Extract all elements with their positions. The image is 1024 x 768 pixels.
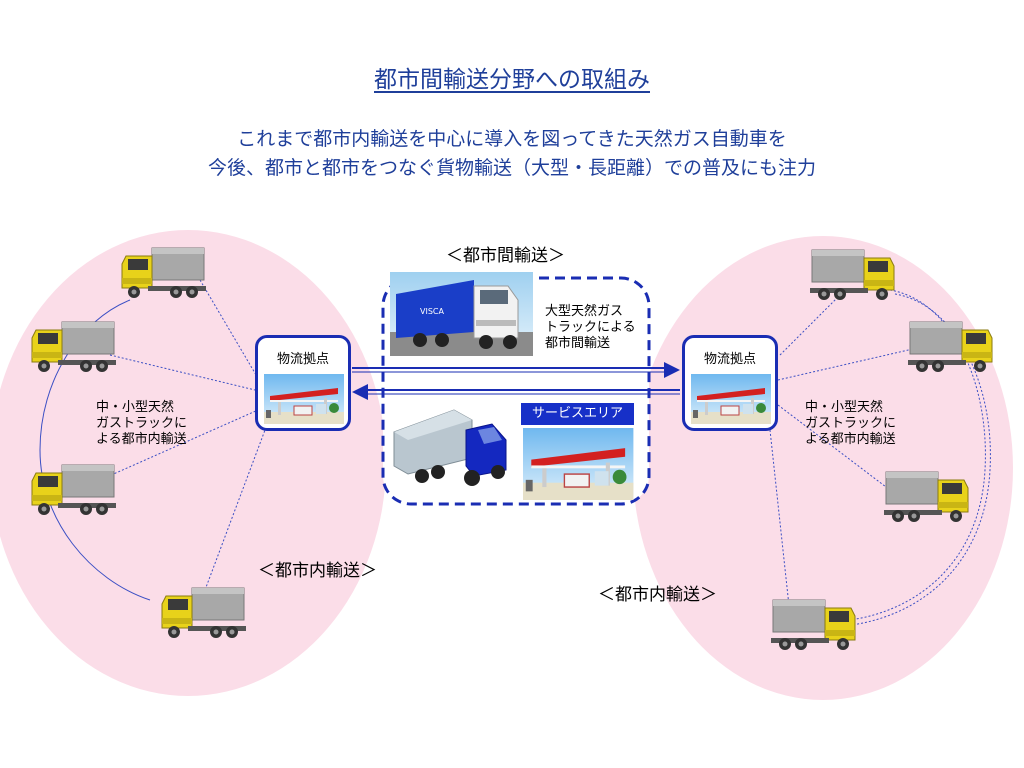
left-city-caption-line-3: よる都市内輸送 [96,432,187,447]
subtitle-line-2: 今後、都市と都市をつなぐ貨物輸送（大型・長距離）での普及にも注力 [207,157,816,179]
large-cng-truck-photo: VISCA [390,272,533,356]
arrow-left-head [352,384,368,400]
service-area-badge: サービスエリア [521,403,634,425]
right-truck-1 [809,249,895,301]
svg-text:VISCA: VISCA [420,307,444,316]
blue-truck-illustration [393,409,507,486]
left-truck-2 [31,321,117,373]
large-truck-caption-line-3: 都市間輸送 [545,336,611,351]
right-logistics-hub: 物流拠点 [682,335,778,431]
arrow-right-head [664,362,680,378]
right-city-caption-line-3: よる都市内輸送 [805,432,896,447]
left-hub-label: 物流拠点 [276,352,329,367]
right-truck-2 [907,321,993,373]
left-city-caption: 中・小型天然 ガストラックに よる都市内輸送 [96,400,187,448]
right-hub-station-image [691,374,771,424]
intercity-section-label: ＜都市間輸送＞ [446,246,565,266]
right-city-section-label: ＜都市内輸送＞ [598,585,717,605]
right-hub-label: 物流拠点 [703,352,756,367]
large-truck-caption: 大型天然ガス トラックによる 都市間輸送 [545,304,636,352]
left-city-section-label: ＜都市内輸送＞ [258,561,377,581]
left-truck-3 [31,464,117,516]
left-city-caption-line-2: ガストラックに [96,416,188,431]
right-truck-4 [770,599,856,651]
left-logistics-hub: 物流拠点 [255,335,351,431]
subtitle-line-1: これまで都市内輸送を中心に導入を図ってきた天然ガス自動車を [237,128,787,150]
right-truck-3 [883,471,969,523]
right-city-caption: 中・小型天然 ガストラックに よる都市内輸送 [805,400,896,448]
large-truck-caption-line-2: トラックによる [545,320,636,335]
large-truck-caption-line-1: 大型天然ガス [545,304,624,319]
left-hub-station-image [264,374,344,424]
service-area-image [522,427,635,501]
left-truck-4 [161,587,247,639]
right-city-caption-line-1: 中・小型天然 [805,400,884,415]
right-city-caption-line-2: ガストラックに [805,416,897,431]
intercity-arrows [352,362,680,400]
left-city-caption-line-1: 中・小型天然 [96,400,175,415]
page-title: 都市間輸送分野への取組み [374,67,650,93]
left-truck-1 [121,247,207,299]
